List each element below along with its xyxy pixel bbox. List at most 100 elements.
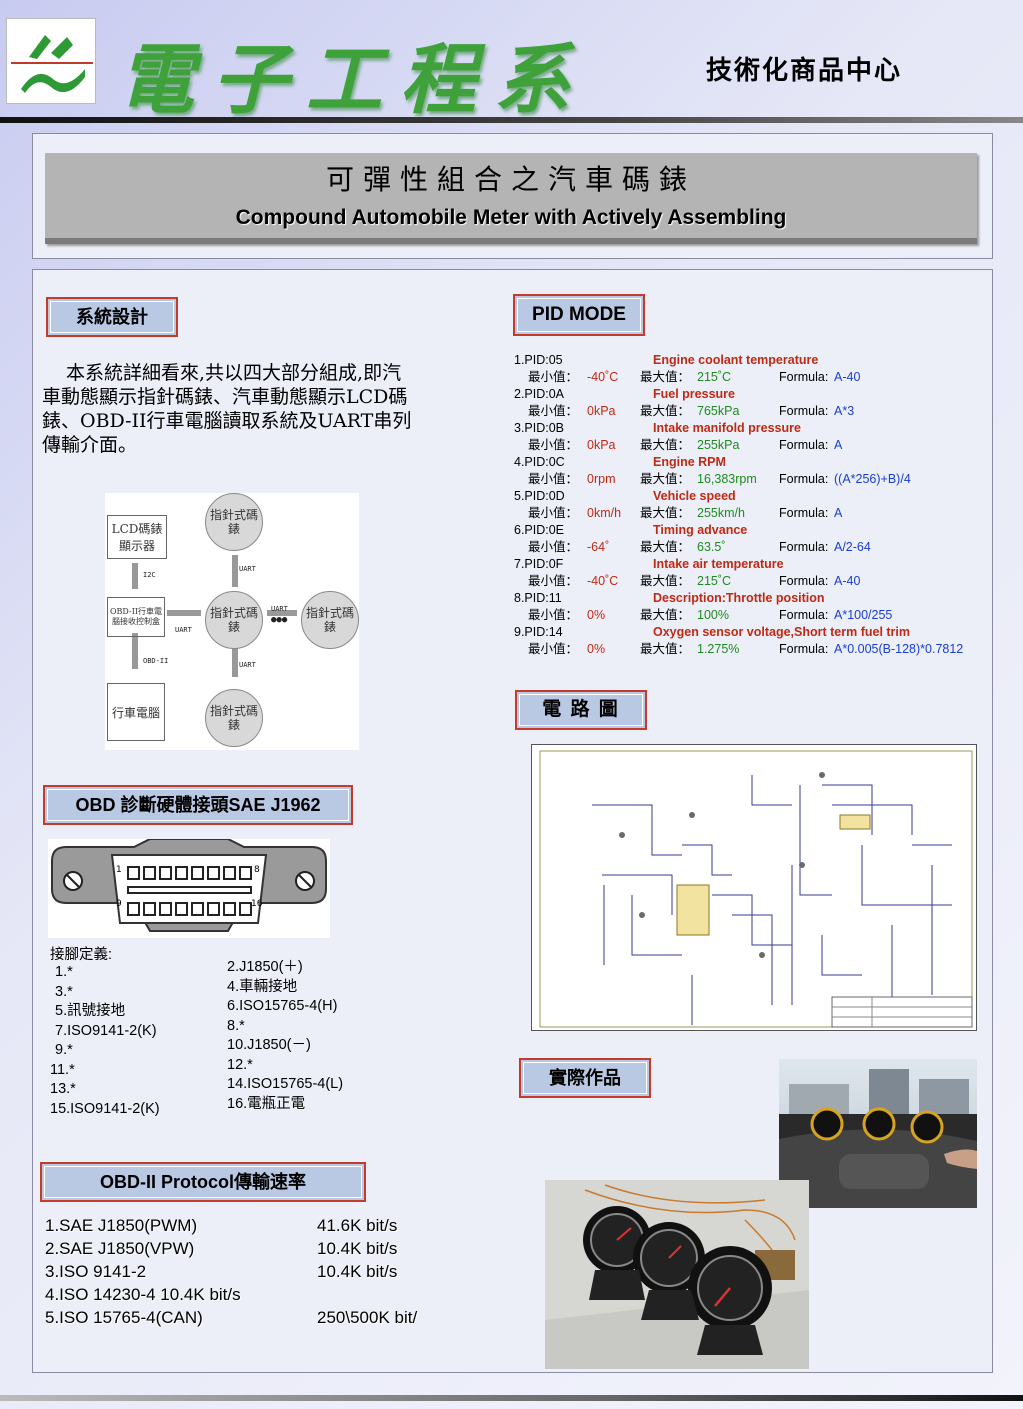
pin-definition-heading: 接腳定義: xyxy=(50,947,113,963)
protocol-name: 4.ISO 14230-4 10.4K bit/s xyxy=(45,1285,241,1304)
pid-id: 3.PID:0B xyxy=(514,421,565,435)
pid-min-label: 最小值： xyxy=(528,438,579,452)
title-chinese: 可彈性組合之汽車碼錶 xyxy=(325,163,696,196)
pin-item: 14.ISO15765-4(L) xyxy=(227,1076,344,1092)
pid-min-value: 0kPa xyxy=(587,404,616,418)
pid-min-label: 最小值： xyxy=(528,574,579,588)
pid-name: Timing advance xyxy=(653,523,748,537)
pid-name: Vehicle speed xyxy=(653,489,736,503)
pin-item: 8.* xyxy=(227,1017,245,1034)
pin-9-number: 9 xyxy=(116,899,122,909)
pid-max-value: 215˚C xyxy=(697,574,732,588)
pin-item: 16.電瓶正電 xyxy=(227,1095,306,1112)
pid-formula-label: Formula: xyxy=(779,472,829,486)
protocol-rate xyxy=(317,1283,417,1306)
obd-connector-image: 1 8 9 16 xyxy=(48,839,330,938)
pid-max-value: 215˚C xyxy=(697,370,732,384)
uart-label-top: UART xyxy=(239,565,256,573)
pid-id: 8.PID:11 xyxy=(514,591,562,605)
pid-formula-label: Formula: xyxy=(779,506,829,520)
pid-id: 2.PID:0A xyxy=(514,387,565,401)
pid-formula-label: Formula: xyxy=(779,370,829,384)
protocol-name: 2.SAE J1850(VPW) xyxy=(45,1239,195,1258)
pid-max-label: 最大值： xyxy=(640,370,691,384)
pid-min-label: 最小值： xyxy=(528,506,579,520)
pin-8-number: 8 xyxy=(254,865,260,875)
pid-formula-value: A*0.005(B-128)*0.7812 xyxy=(834,642,964,656)
pin-item: 9.* xyxy=(55,1042,73,1058)
pid-max-value: 100% xyxy=(697,608,729,622)
pid-formula-value: A*100/255 xyxy=(834,608,893,622)
pid-list: 1.PID:05 Engine coolant temperature 最小值： -4… xyxy=(514,352,994,658)
pid-max-label: 最大值： xyxy=(640,642,691,656)
pid-max-label: 最大值： xyxy=(640,574,691,588)
block-diagram: LCD碼錶顯示器 OBD-II行車電腦接收控制盒 行車電腦 指針式碼錶 指針式碼… xyxy=(105,493,359,750)
protocol-rates: 41.6K bit/s 10.4K bit/s 10.4K bit/s 250\… xyxy=(317,1214,417,1329)
pin-item: 6.ISO15765-4(H) xyxy=(227,998,338,1014)
dashboard-photo xyxy=(779,1059,977,1208)
pid-header-row: 1.PID:05 Engine coolant temperature xyxy=(514,352,994,369)
protocol-names: 1.SAE J1850(PWM) 2.SAE J1850(VPW) 3.ISO … xyxy=(45,1214,241,1329)
pid-formula-value: A-40 xyxy=(834,574,861,588)
pid-name: Description:Throttle position xyxy=(653,591,825,605)
system-design-label: 系統設計 xyxy=(46,297,178,337)
pin-item: 12.* xyxy=(227,1056,253,1073)
i2c-label: I2C xyxy=(143,571,156,579)
gauge-top: 指針式碼錶 xyxy=(205,493,263,551)
gauge-bottom: 指針式碼錶 xyxy=(205,689,263,747)
pid-min-value: 0rpm xyxy=(587,472,616,486)
protocol-label: OBD-II Protocol傳輸速率 xyxy=(40,1162,366,1202)
pid-range-row: 最小值：-64˚最大值：63.5˚Formula:A/2-64 xyxy=(514,539,994,556)
protocol-name: 3.ISO 9141-2 xyxy=(45,1262,147,1281)
pid-id: 4.PID:0C xyxy=(514,455,565,469)
pid-name: Engine coolant temperature xyxy=(653,353,819,367)
pid-min-value: 0% xyxy=(587,608,606,622)
pid-max-value: 255km/h xyxy=(697,506,745,520)
pid-formula-value: A xyxy=(834,506,843,520)
pid-range-row: 最小值：0%最大值：1.275%Formula:A*0.005(B-128)*0… xyxy=(514,641,994,658)
pid-max-value: 16,383rpm xyxy=(697,472,757,486)
pid-min-label: 最小值： xyxy=(528,540,579,554)
pid-min-label: 最小值： xyxy=(528,370,579,384)
header-divider xyxy=(0,117,1023,123)
pid-max-value: 255kPa xyxy=(697,438,740,452)
pid-formula-label: Formula: xyxy=(779,438,829,452)
gauge-right: 指針式碼錶 xyxy=(301,591,359,649)
pid-formula-value: A-40 xyxy=(834,370,861,384)
pid-min-value: 0kPa xyxy=(587,438,616,452)
pid-header-row: 5.PID:0D Vehicle speed xyxy=(514,488,994,505)
pid-max-value: 765kPa xyxy=(697,404,740,418)
pid-id: 1.PID:05 xyxy=(514,353,563,367)
pin-list-odd: 1.* 3.* 5.訊號接地 7.ISO9141-2(K) 9.* 11.* 1… xyxy=(50,963,160,1119)
pid-formula-value: A xyxy=(834,438,843,452)
pid-id: 7.PID:0F xyxy=(514,557,564,571)
gauge-center: 指針式碼錶 xyxy=(205,591,263,649)
pid-id: 9.PID:14 xyxy=(514,625,563,639)
system-description: 本系統詳細看來,共以四大部分組成,即汽車動態顯示指針碼錶、汽車動態顯示LCD碼錶… xyxy=(42,362,412,456)
pin-item: 5.訊號接地 xyxy=(55,1003,126,1019)
protocol-rate: 10.4K bit/s xyxy=(317,1262,398,1281)
pid-range-row: 最小值：0%最大值：100%Formula:A*100/255 xyxy=(514,607,994,624)
pid-formula-value: A/2-64 xyxy=(834,540,871,554)
footer-divider xyxy=(0,1395,1023,1401)
pid-min-value: -40˚C xyxy=(587,574,619,588)
pin-item: 2.J1850(＋) xyxy=(227,959,303,975)
pid-name: Engine RPM xyxy=(653,455,726,469)
pid-id: 5.PID:0D xyxy=(514,489,565,503)
pid-formula-value: A*3 xyxy=(834,404,855,418)
pin-list-even: 2.J1850(＋) 4.車輛接地 6.ISO15765-4(H) 8.* 10… xyxy=(227,958,343,1114)
pid-header-row: 3.PID:0B Intake manifold pressure xyxy=(514,420,994,437)
pid-formula-label: Formula: xyxy=(779,540,829,554)
pid-header-row: 4.PID:0C Engine RPM xyxy=(514,454,994,471)
pid-min-value: 0km/h xyxy=(587,506,622,520)
pid-name: Intake manifold pressure xyxy=(653,421,801,435)
protocol-name: 1.SAE J1850(PWM) xyxy=(45,1216,198,1235)
